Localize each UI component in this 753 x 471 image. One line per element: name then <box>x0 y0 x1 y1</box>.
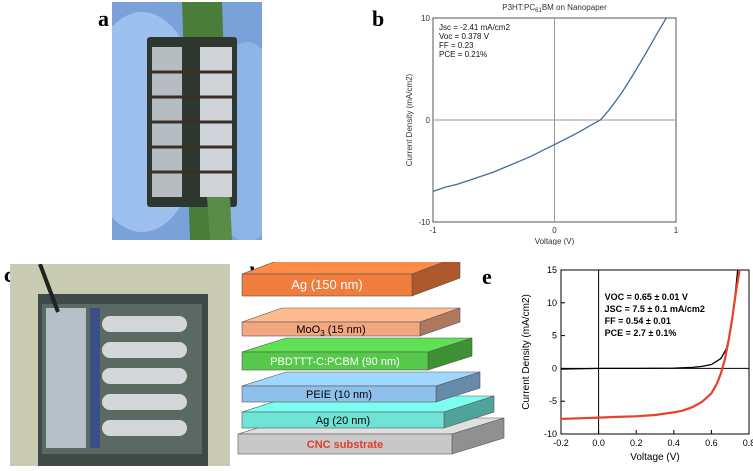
layer-label-5: CNC substrate <box>307 439 383 451</box>
x-tick-label-e: -0.2 <box>553 438 569 448</box>
panel-e-label: e <box>482 264 492 289</box>
annotation-b: Voc = 0.378 V <box>439 32 490 41</box>
x-tick-label-b: 0 <box>552 226 557 235</box>
y-tick-label-e: 5 <box>552 331 557 341</box>
annotation-e: JSC = 7.5 ± 0.1 mA/cm2 <box>605 304 705 314</box>
y-axis-label-b: Current Density (mA/cm2) <box>405 73 414 166</box>
layer-front-5 <box>237 433 453 455</box>
x-tick-label-e: 0.6 <box>705 438 718 448</box>
annotation-e: FF = 0.54 ± 0.01 <box>605 316 671 326</box>
layer-label-4: Ag (20 nm) <box>316 415 370 427</box>
x-axis-label-b: Voltage (V) <box>535 237 575 245</box>
layer-front-1 <box>241 321 421 337</box>
panel-c-label: c <box>4 262 14 287</box>
annotation-b: Jsc = -2.41 mA/cm2 <box>439 23 510 32</box>
x-axis-label-e: Voltage (V) <box>630 452 679 463</box>
annotation-e: PCE = 2.7 ± 0.1% <box>605 328 677 338</box>
y-tick-label-e: 15 <box>547 265 557 275</box>
y-tick-label-b: -10 <box>418 218 430 227</box>
plot-area-e <box>560 269 750 435</box>
x-tick-label-e: 0.2 <box>630 438 643 448</box>
device-photo <box>82 2 287 242</box>
y-tick-label-e: 10 <box>547 298 557 308</box>
x-tick-label-e: 0.0 <box>592 438 605 448</box>
layer-stack-diagram: CNC substrate Ag (20 nm) PEIE (10 nm) PBDTT… <box>237 262 505 455</box>
panel-a-photo <box>82 2 287 242</box>
y-tick-label-b: 10 <box>421 14 430 23</box>
layer-front-2 <box>241 351 429 371</box>
x-tick-label-b: -1 <box>429 226 437 235</box>
x-tick-label-b: 1 <box>674 226 679 235</box>
annotation-e: VOC = 0.65 ± 0.01 V <box>605 292 688 302</box>
y-tick-label-e: 0 <box>552 363 557 373</box>
layer-label-1: MoO3 (15 nm) <box>296 324 365 338</box>
layer-front-3 <box>241 385 437 403</box>
y-tick-label-e: -10 <box>544 429 557 439</box>
annotation-b: FF = 0.23 <box>439 41 474 50</box>
panel-b-label: b <box>372 6 385 31</box>
panel-a-label: a <box>98 6 109 31</box>
y-tick-label-b: 0 <box>426 116 431 125</box>
x-tick-label-e: 0.8 <box>743 438 753 448</box>
layer-label-3: PEIE (10 nm) <box>306 389 372 401</box>
cnc-device-photo <box>10 263 230 466</box>
iv-curve-e-light <box>560 269 741 420</box>
layer-front-4 <box>241 411 445 429</box>
chart-b-title: P3HT:PC61BM on Nanopaper <box>502 3 607 14</box>
x-tick-label-e: 0.4 <box>668 438 681 448</box>
layer-label-2: PBDTTT-C:PCBM (90 nm) <box>270 356 400 368</box>
y-axis-label-e: Current Density (mA/cm2) <box>521 294 532 410</box>
iv-curve-b <box>432 17 667 193</box>
panel-c-photo <box>10 263 230 466</box>
layer-front-0 <box>241 273 413 297</box>
y-tick-label-e: -5 <box>549 396 557 406</box>
annotation-b: PCE = 0.21% <box>439 50 487 59</box>
layer-label-0: Ag (150 nm) <box>291 277 363 292</box>
